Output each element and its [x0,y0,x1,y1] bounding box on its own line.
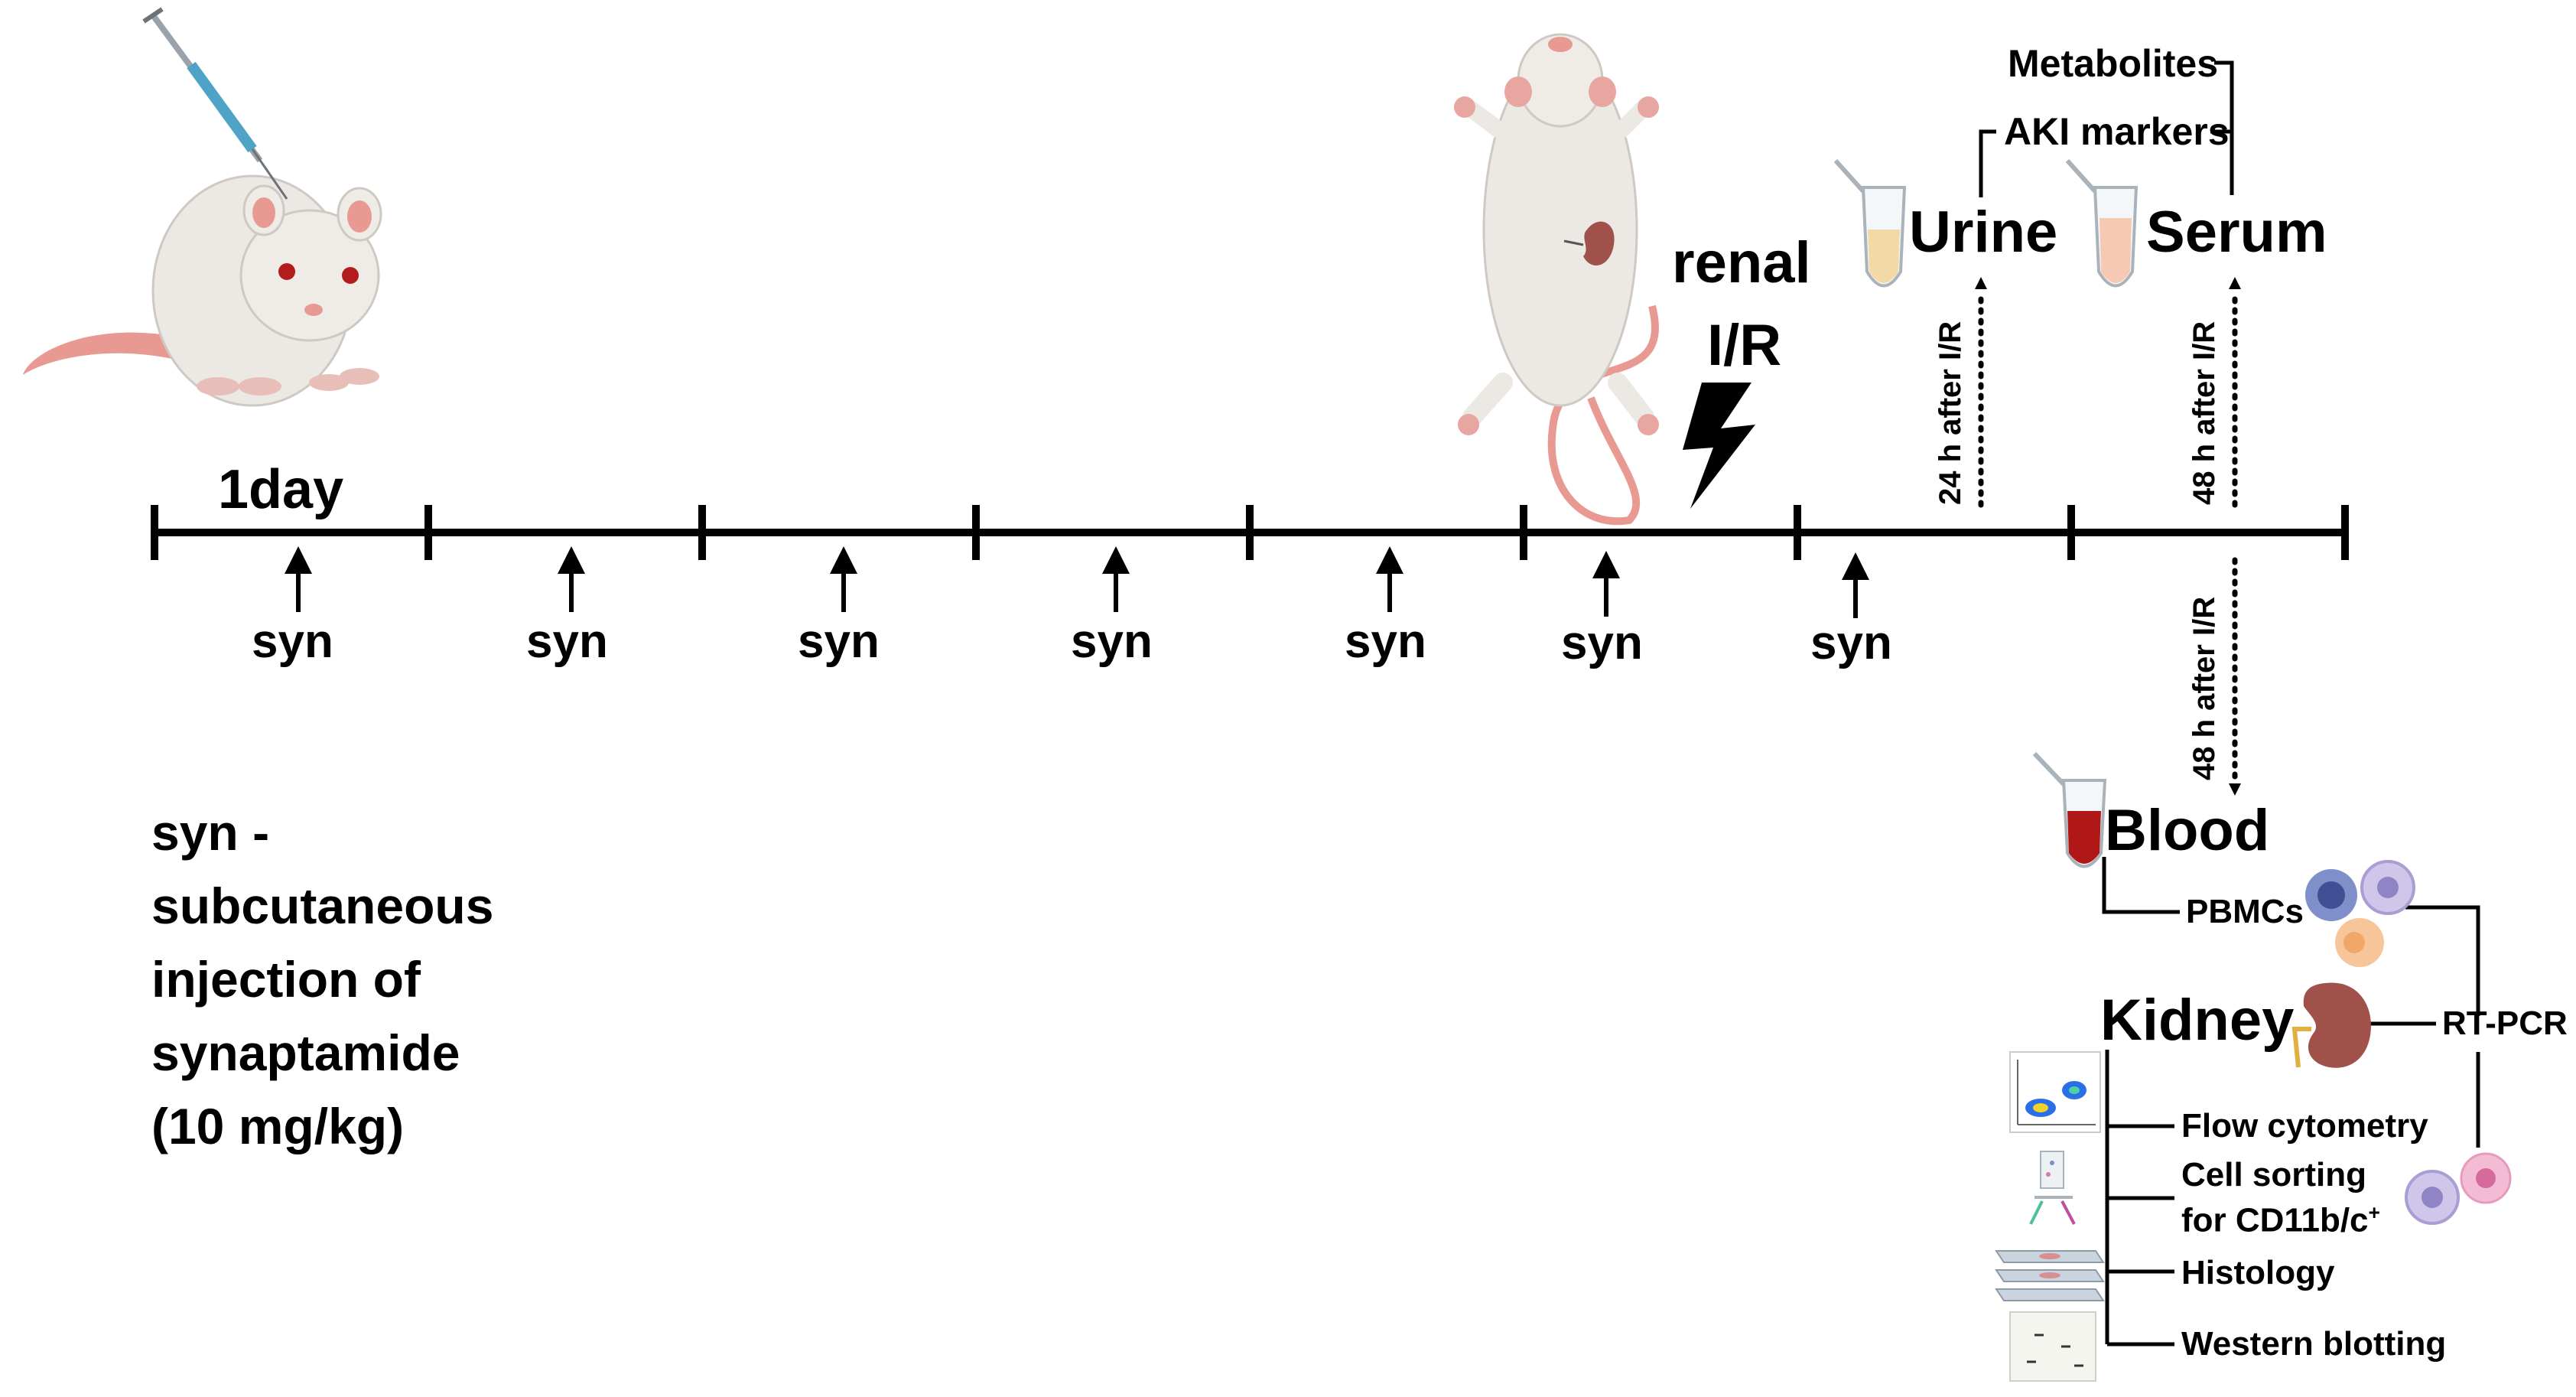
legend-line: synaptamide [151,1024,460,1081]
legend: syn - subcutaneous injection of synaptam… [151,796,493,1163]
legend-line: subcutaneous [151,878,494,934]
kidney-label: Kidney [2100,988,2295,1053]
serum-tube-icon [2065,158,2139,288]
lightning-icon [1683,383,1755,509]
rat-supine-icon [1454,33,1659,526]
timeline-axis [151,505,2349,560]
blood-time-label: 48 h after I/R [2187,596,2221,780]
metabolites-label: Metabolites [2008,42,2219,85]
legend-line: syn - [151,804,270,861]
immune-cell-icon [2305,860,2415,967]
marker-brackets [1979,60,2234,197]
histology-label: Histology [2181,1254,2335,1291]
cell-sorting-label: Cell sorting [2181,1156,2367,1193]
kidney-icon [2291,982,2371,1068]
blood-tube-icon [2032,751,2107,868]
cell-sorter-icon [2029,1151,2076,1225]
analysis-connectors [2102,857,2480,1347]
western-blot-icon [2009,1311,2096,1382]
pbmcs-label: PBMCs [2186,893,2304,930]
syn-label: syn [798,615,880,668]
flow-cytometry-label: Flow cytometry [2181,1107,2428,1145]
day-label: 1day [218,459,344,520]
legend-line: (10 mg/kg) [151,1098,405,1154]
event-label-line2: I/R [1707,313,1782,378]
serum-label: Serum [2146,200,2327,265]
syn-label: syn [1810,617,1892,669]
syn-label: syn [526,615,608,668]
syn-label: syn [252,615,333,668]
urine-time-label: 24 h after I/R [1934,321,1967,505]
western-blotting-label: Western blotting [2181,1325,2447,1363]
serum-time-label: 48 h after I/R [2187,321,2221,505]
urine-label: Urine [1909,200,2058,265]
rat-with-syringe-icon [23,7,382,407]
syn-label: syn [1345,615,1426,668]
cell-sorting-sup: + [2368,1201,2380,1224]
rt-pcr-label: RT-PCR [2442,1005,2568,1042]
urine-tube-icon [1833,158,1907,288]
flow-plot-icon [2009,1051,2101,1133]
immune-cell-icon [2405,1152,2512,1225]
aki-markers-label: AKI markers [2004,110,2230,153]
legend-line: injection of [151,951,421,1008]
cell-sorting-target-label: for CD11b/c+ [2181,1201,2380,1239]
syn-label: syn [1071,615,1153,668]
dotted-time-arrows [1978,291,2238,783]
syn-label: syn [1561,617,1643,669]
histology-slides-icon [1995,1250,2105,1301]
blood-label: Blood [2105,798,2270,863]
event-label-line1: renal [1672,230,1811,295]
syn-arrows [285,546,1869,618]
